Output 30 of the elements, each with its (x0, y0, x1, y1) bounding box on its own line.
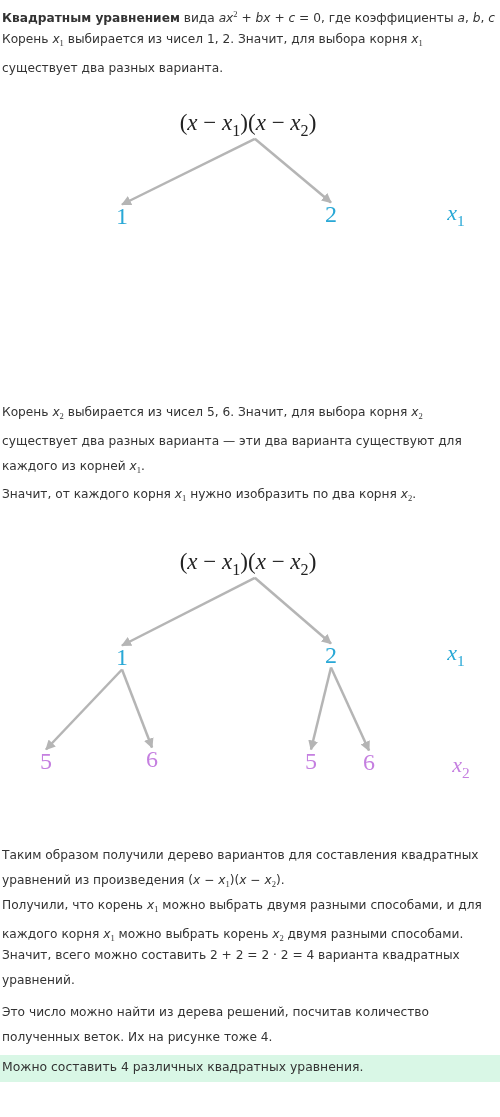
paragraph: Корень x$_{1}$ выбирается из чисел 1, 2. Значит, для выбора корня x$_{1}$ существует два разных варианта. (2, 31, 424, 78)
tree-value: 1 (116, 643, 128, 671)
level-label: x$_{2}$ (452, 752, 470, 782)
tree-value: 6 (146, 745, 158, 773)
tree-value: 2 (325, 641, 337, 669)
paragraph: Квадратным уравнением вида ax$^{2}$ + bx + c = 0, где коэффициенты a, b, c (2, 8, 496, 28)
paragraph: Это число можно найти из дерева решений, посчитав количество полученных веток. Их на рисунке тоже 4. (2, 1004, 430, 1046)
paragraph: Корень x$_{2}$ выбирается из чисел 5, 6. Значит, для выбора корня x$_{2}$ существует два разных варианта — эти два варианта существуют для каждого из корней x$_{1}$. (2, 404, 463, 478)
level-label: x$_{1}$ (447, 640, 465, 670)
answer-band: Можно составить 4 различных квадратных уравнения. (0, 1055, 500, 1082)
paragraph: Получили, что корень x$_{1}$ можно выбрать двумя разными способами, и для каждого корня x$_{1}$ можно выбрать корень x$_{2}$ двумя разными способами. (2, 897, 483, 946)
tree-value: 5 (305, 747, 317, 775)
arrow (329, 666, 371, 752)
tree-value: 1 (116, 202, 128, 230)
arrow (121, 576, 256, 647)
tree-value: 2 (325, 200, 337, 228)
tree-value: 5 (40, 747, 52, 775)
paragraph: Значит, от каждого корня x$_{1}$ нужно изобразить по два корня x$_{2}$. (2, 486, 418, 506)
arrow (120, 669, 154, 749)
tree-value: 6 (363, 748, 375, 776)
paragraph: Таким образом получили дерево вариантов для составления квадратных уравнений из произведения (x − x$_{1}$)(x − x$_{2}$). (2, 847, 480, 892)
arrow (254, 137, 332, 204)
level-label: x$_{1}$ (447, 200, 465, 230)
arrow (45, 668, 123, 751)
arrow (254, 576, 332, 645)
root-expression: (x − x$_{1}$)(x − x$_{2}$) (179, 549, 317, 579)
arrow (121, 137, 256, 206)
paragraph: Значит, всего можно составить 2 + 2 = 2 · 2 = 4 варианта квадратных уравнений. (2, 947, 461, 989)
root-expression: (x − x$_{1}$)(x − x$_{2}$) (179, 110, 317, 140)
arrow (308, 667, 333, 751)
